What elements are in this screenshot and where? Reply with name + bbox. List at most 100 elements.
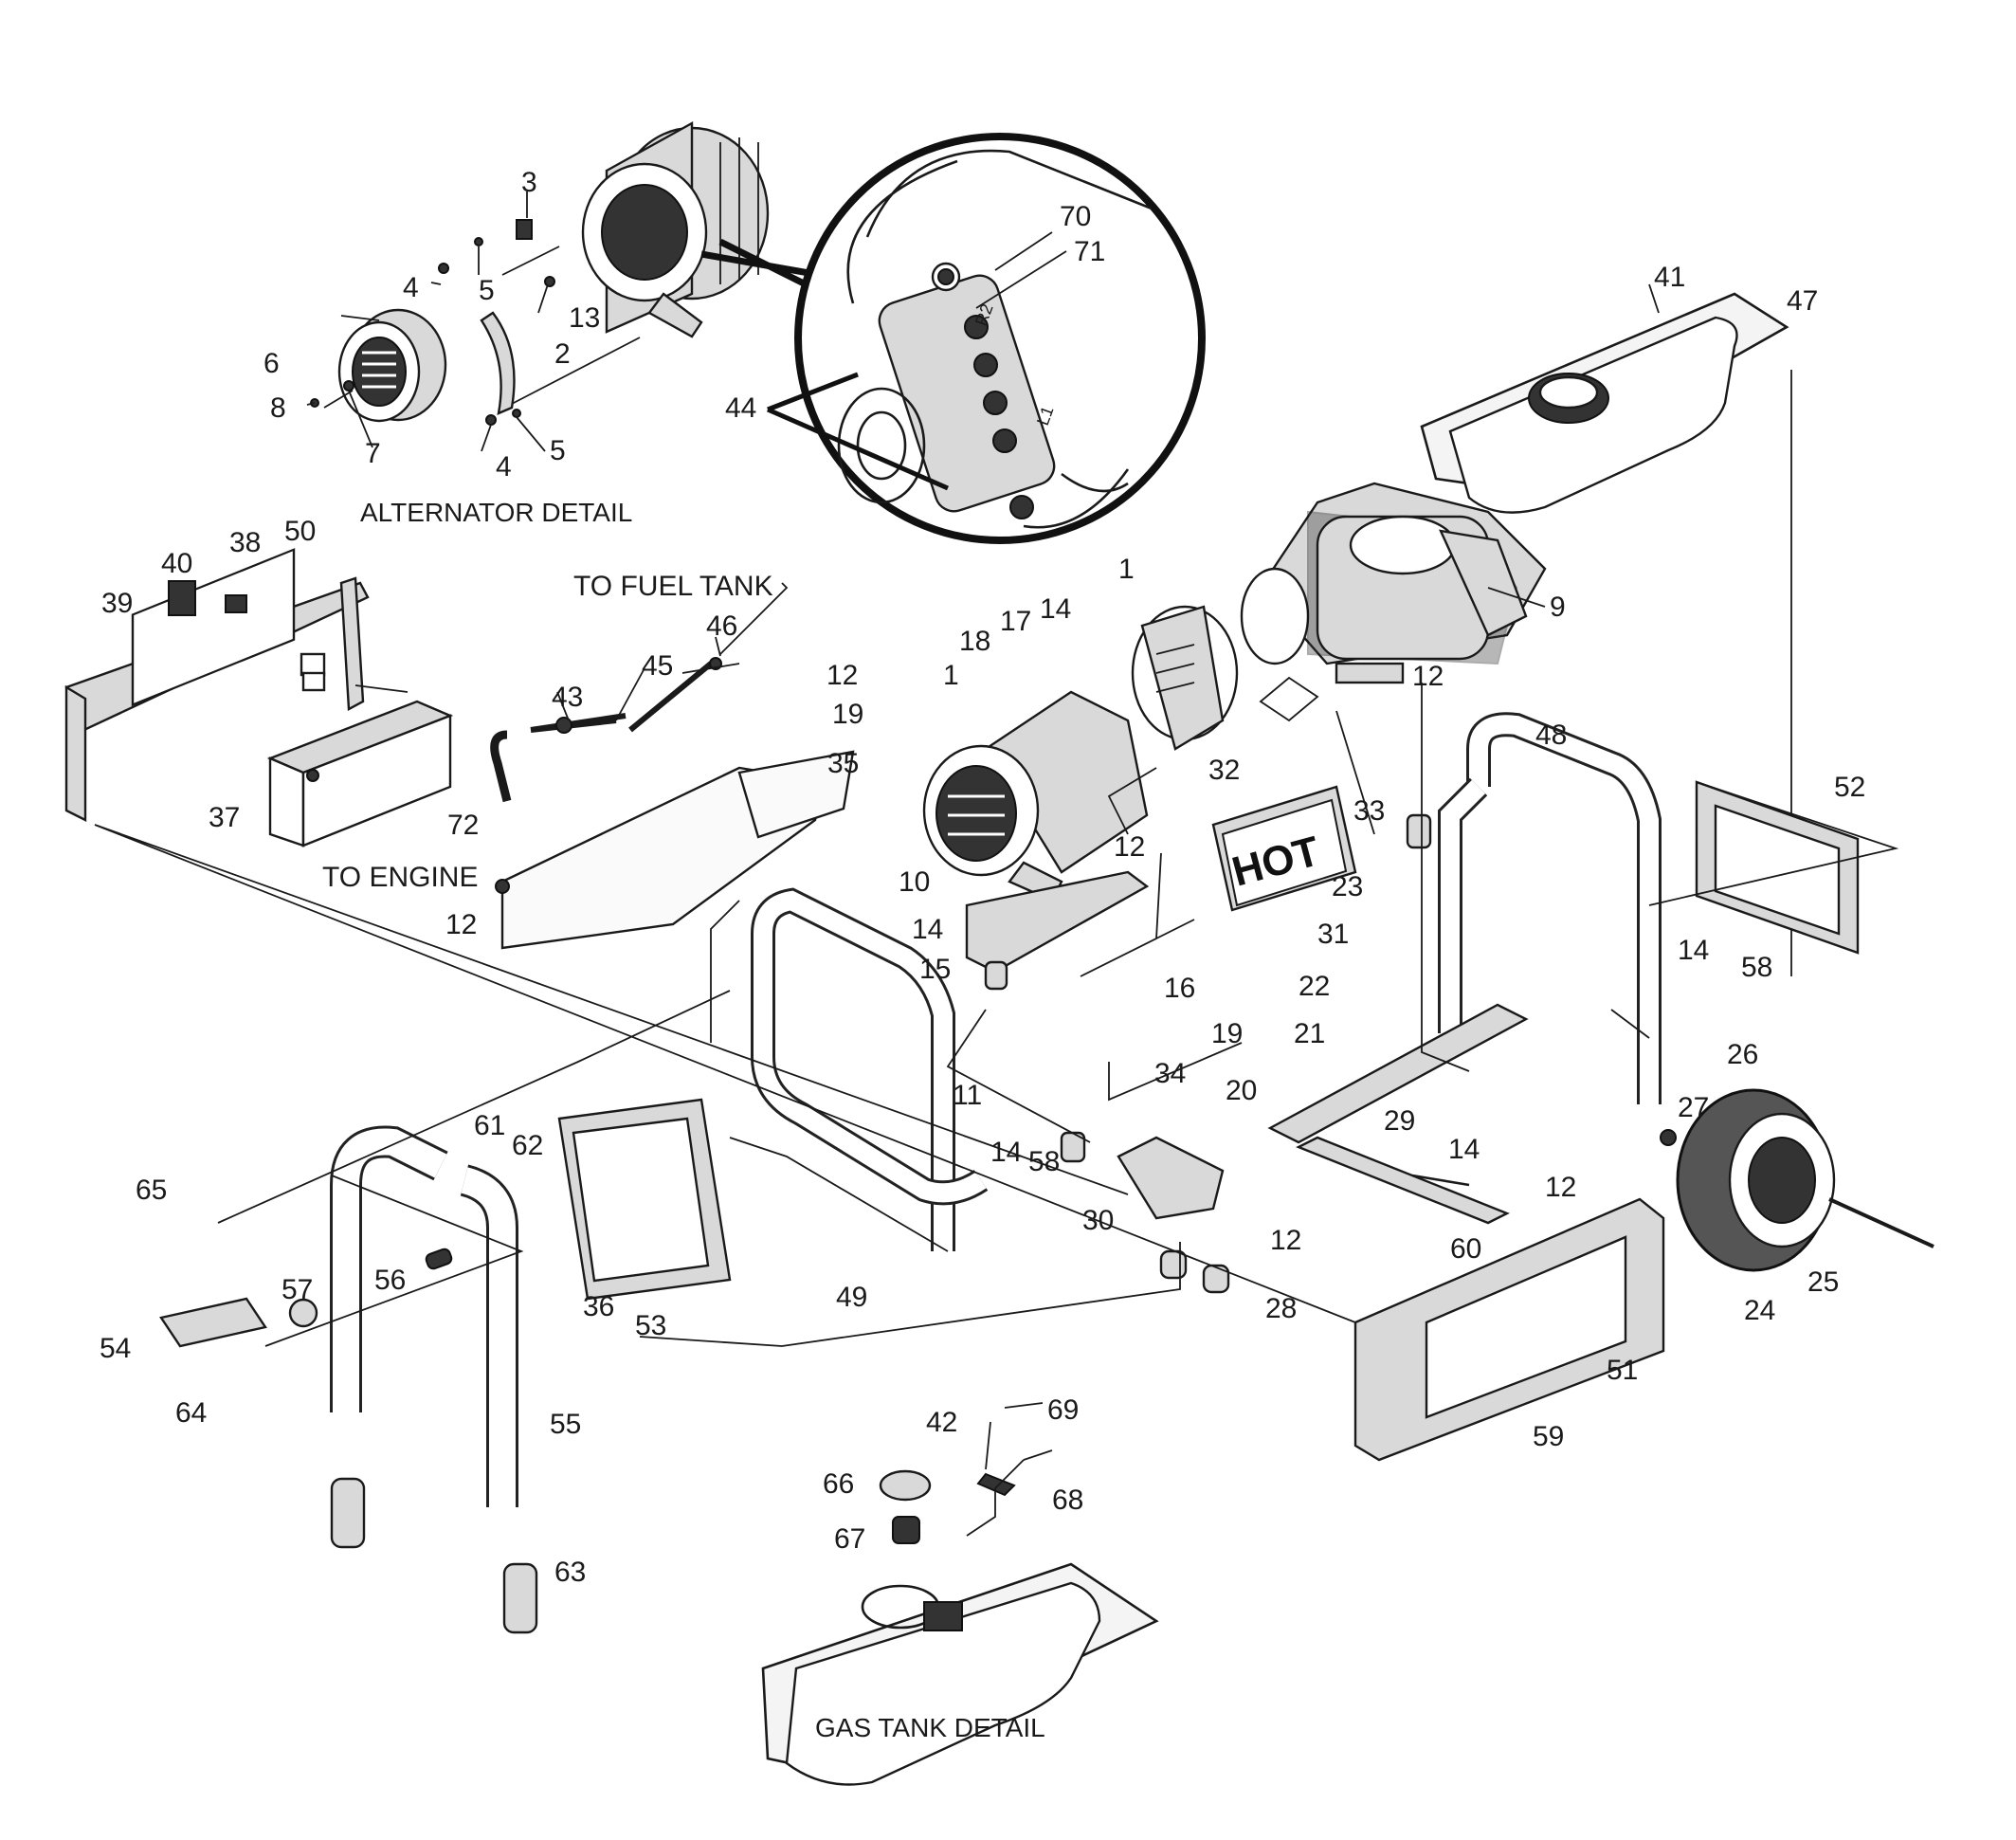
callout-56: 56 xyxy=(374,1265,406,1296)
wheel xyxy=(1660,1088,1934,1272)
callout-29: 29 xyxy=(1384,1105,1415,1137)
alternator-detail-group xyxy=(306,120,826,452)
callout-46: 46 xyxy=(706,610,737,642)
callout-48: 48 xyxy=(1535,720,1567,751)
callout-22: 22 xyxy=(1299,971,1330,1002)
callout-12-frame: 12 xyxy=(1545,1172,1576,1203)
callout-35: 35 xyxy=(827,748,859,779)
callout-49: 49 xyxy=(836,1282,867,1313)
callout-7: 7 xyxy=(365,438,381,469)
callout-5b: 5 xyxy=(550,435,566,466)
alternator-body xyxy=(581,120,770,338)
callout-1-lower: 1 xyxy=(943,660,959,691)
callout-63: 63 xyxy=(554,1557,586,1588)
assembly-lines xyxy=(94,663,1899,1537)
fan-housing xyxy=(1131,605,1239,751)
callout-8: 8 xyxy=(270,392,286,424)
callout-50: 50 xyxy=(284,516,316,547)
callout-47: 47 xyxy=(1787,285,1818,317)
callout-3: 3 xyxy=(521,167,537,198)
callout-61: 61 xyxy=(474,1110,505,1141)
part-callouts: 3 4 5 13 6 2 8 7 4 5 70 71 44 41 47 9 40… xyxy=(100,167,1865,1588)
callout-5: 5 xyxy=(479,275,495,306)
callout-24: 24 xyxy=(1744,1295,1775,1326)
alternator-bracket xyxy=(480,311,516,415)
callout-66: 66 xyxy=(823,1468,854,1500)
callout-64: 64 xyxy=(175,1397,207,1429)
callout-4b: 4 xyxy=(496,451,512,483)
callout-2: 2 xyxy=(554,338,571,370)
hot-heat-shield: HOT xyxy=(1211,785,1357,912)
callout-52: 52 xyxy=(1834,772,1865,803)
alternator-end-cover xyxy=(337,308,447,423)
callout-17: 17 xyxy=(1000,606,1031,637)
callout-10: 10 xyxy=(899,866,930,898)
caption-alternator-detail: ALTERNATOR DETAIL xyxy=(360,498,632,527)
breaker xyxy=(225,594,247,613)
callout-58: 58 xyxy=(1741,952,1772,983)
side-panel xyxy=(1353,1197,1665,1462)
callout-71: 71 xyxy=(1074,236,1105,267)
callout-37: 37 xyxy=(209,802,240,833)
callout-6: 6 xyxy=(263,348,280,379)
callout-12-engine: 12 xyxy=(1412,661,1444,692)
callout-14: 14 xyxy=(1040,593,1071,625)
battery-box xyxy=(266,700,454,847)
callout-32: 32 xyxy=(1208,755,1240,786)
handle-assembly xyxy=(159,1125,538,1634)
callout-65: 65 xyxy=(136,1175,167,1206)
base-plate xyxy=(495,750,855,950)
callout-14-mount: 14 xyxy=(912,914,943,945)
callout-51: 51 xyxy=(1607,1355,1638,1386)
callout-39: 39 xyxy=(101,588,133,619)
fuel-strainer xyxy=(892,1516,920,1544)
engine-mount-bracket xyxy=(965,813,1432,1294)
callout-4: 4 xyxy=(403,272,419,303)
callout-28: 28 xyxy=(1265,1293,1297,1324)
side-bracket-right xyxy=(1695,780,1860,955)
callout-60: 60 xyxy=(1450,1233,1481,1265)
callout-40: 40 xyxy=(161,548,192,579)
alternator-clip xyxy=(516,219,533,240)
callout-27: 27 xyxy=(1678,1092,1709,1123)
callout-14-frame: 14 xyxy=(1448,1134,1480,1165)
caption-to-engine: TO ENGINE xyxy=(322,862,478,893)
callout-21: 21 xyxy=(1294,1018,1325,1049)
caption-to-fuel-tank: TO FUEL TANK xyxy=(573,571,773,602)
callout-38: 38 xyxy=(229,527,261,558)
callout-16: 16 xyxy=(1164,973,1195,1004)
callout-12-base: 12 xyxy=(1270,1225,1301,1256)
callout-19: 19 xyxy=(832,699,863,730)
callout-11: 11 xyxy=(953,1080,982,1111)
callout-12-plate: 12 xyxy=(445,909,477,940)
callout-45: 45 xyxy=(642,650,673,682)
callout-15: 15 xyxy=(919,954,951,985)
control-panel xyxy=(64,548,370,822)
callout-31: 31 xyxy=(1317,919,1349,950)
callout-44: 44 xyxy=(725,392,756,424)
front-bracket xyxy=(557,1098,732,1301)
callout-33: 33 xyxy=(1353,795,1385,827)
callout-42: 42 xyxy=(926,1407,957,1438)
callout-67: 67 xyxy=(834,1523,865,1555)
callout-58-front: 58 xyxy=(1028,1146,1060,1177)
callout-53: 53 xyxy=(635,1310,666,1341)
callout-43: 43 xyxy=(552,682,583,713)
callout-59: 59 xyxy=(1533,1421,1564,1452)
engine xyxy=(1240,482,1547,684)
callout-14-front: 14 xyxy=(990,1137,1022,1168)
callout-41: 41 xyxy=(1654,262,1685,293)
callout-57: 57 xyxy=(282,1274,313,1305)
main-alternator xyxy=(922,690,1149,902)
callout-72: 72 xyxy=(447,810,479,841)
callout-14-side: 14 xyxy=(1678,935,1709,966)
outlet xyxy=(168,580,196,616)
handle-grip-left xyxy=(330,1477,366,1549)
gas-tank-detail xyxy=(761,1402,1159,1786)
callout-19-lower: 19 xyxy=(1211,1018,1243,1049)
main-frame xyxy=(751,712,1662,1251)
alternator-magnified-detail: R2 L1 xyxy=(766,133,1206,544)
callout-13: 13 xyxy=(569,302,600,334)
callout-12-alt: 12 xyxy=(1114,831,1145,863)
fuel-cap xyxy=(879,1469,932,1502)
